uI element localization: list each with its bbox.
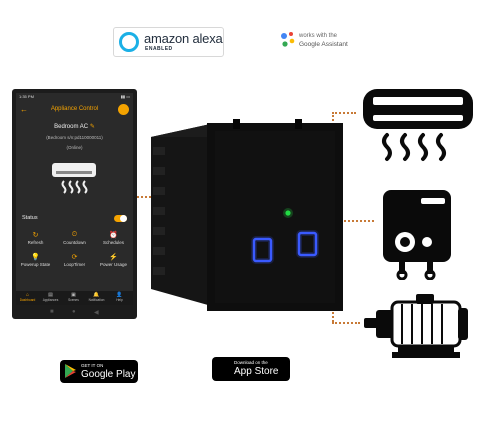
alexa-ring-icon [119, 32, 139, 52]
control-label: Powerup State [20, 262, 51, 267]
home-icon[interactable] [118, 104, 129, 115]
control-powerup-state[interactable]: 💡 Powerup State [16, 253, 55, 267]
device-name: Bedroom AC [54, 124, 89, 130]
touch-button-right[interactable] [296, 230, 319, 258]
app-bar: ← Appliance Control [16, 101, 133, 121]
phone-mockup: 1:35 PM ▮▮ ▭ ← Appliance Control Bedroom… [12, 89, 137, 319]
app-store-badge[interactable]: Download on the App Store [212, 357, 290, 381]
nav-dashboard[interactable]: ⌂ Dashboard [16, 292, 39, 302]
status-bar: 1:35 PM ▮▮ ▭ [16, 93, 133, 101]
control-label: Refresh [27, 240, 44, 245]
control-schedules[interactable]: ⏰ Schedules [94, 231, 133, 245]
nav-label: Notification [88, 298, 105, 302]
google-line2: Google Assistant [299, 41, 348, 48]
device-status: (Online) [66, 145, 83, 150]
bottom-nav: ⌂ Dashboard ▤ Appliances ▣ Scenes 🔔 Noti… [16, 291, 133, 305]
air-conditioner-appliance-icon [363, 89, 473, 161]
phone-screen: 1:35 PM ▮▮ ▭ ← Appliance Control Bedroom… [16, 93, 133, 305]
recent-apps-icon[interactable]: ■ [50, 309, 54, 315]
control-label: Power Usage [99, 262, 127, 267]
status-label: Status [22, 215, 38, 221]
app-store-big: App Store [234, 366, 279, 377]
nav-notification[interactable]: 🔔 Notification [85, 292, 108, 302]
alexa-enabled-label: ENABLED [145, 46, 173, 52]
schedule-icon: ⏰ [109, 232, 118, 239]
electric-motor-icon [364, 294, 468, 358]
scenes-icon: ▣ [71, 292, 76, 298]
air-conditioner-icon [52, 163, 96, 194]
google-assistant-badge: works with the Google Assistant [279, 30, 359, 52]
nav-label: Scenes [68, 298, 79, 302]
google-play-big: Google Play [81, 369, 136, 380]
power-toggle[interactable] [114, 215, 127, 222]
device-id: (Bedroom s/n:pd110000011) [46, 135, 103, 140]
device-name-row: Bedroom AC ✎ [16, 123, 133, 130]
alexa-name: amazon alexa [144, 31, 223, 46]
control-label: Schedules [102, 240, 124, 245]
control-countdown[interactable]: ⏲ Countdown [55, 231, 94, 245]
refresh-icon: ↻ [32, 232, 39, 239]
appliances-icon: ▤ [48, 292, 53, 298]
google-assistant-icon [281, 32, 295, 47]
phone-softkeys: ■ ● ◀ [12, 307, 137, 319]
nav-label: Help [116, 298, 123, 302]
back-button-icon[interactable]: ◀ [94, 310, 99, 316]
app-store-small: Download on the [234, 360, 268, 365]
nav-appliances[interactable]: ▤ Appliances [39, 292, 62, 302]
dashboard-icon: ⌂ [25, 292, 30, 298]
nav-scenes[interactable]: ▣ Scenes [62, 292, 85, 302]
connector-motor [332, 322, 360, 324]
touch-button-left[interactable] [251, 236, 274, 264]
control-power-usage[interactable]: ⚡ Power Usage [94, 253, 133, 267]
led-indicator [285, 210, 291, 216]
connector-ac [332, 112, 356, 114]
notification-icon: 🔔 [93, 292, 100, 298]
google-play-icon [65, 364, 76, 378]
powerup-icon: 💡 [31, 254, 40, 261]
connector-phone [137, 196, 151, 198]
back-arrow-icon[interactable]: ← [20, 105, 28, 114]
battery-icon: ▮▮ ▭ [120, 94, 130, 99]
connector-heater [332, 220, 374, 222]
power-usage-icon: ⚡ [109, 254, 118, 261]
google-line1: works with the [299, 33, 338, 39]
control-label: Countdown [63, 240, 86, 245]
nav-help[interactable]: 👤 Help [108, 292, 131, 302]
edit-pencil-icon[interactable]: ✎ [89, 124, 95, 130]
smart-switch-device [151, 119, 343, 311]
google-play-badge[interactable]: GET IT ON Google Play [60, 360, 138, 383]
control-loop-timer[interactable]: ⟳ LoopTimer [55, 253, 94, 267]
home-button-icon[interactable]: ● [72, 309, 76, 315]
countdown-icon: ⏲ [71, 231, 78, 238]
app-title: Appliance Control [50, 106, 99, 112]
nav-label: Appliances [42, 298, 59, 302]
nav-label: Dashboard [19, 298, 36, 302]
google-play-small: GET IT ON [81, 363, 104, 368]
help-icon: 👤 [116, 292, 123, 298]
control-refresh[interactable]: ↻ Refresh [16, 231, 55, 245]
amazon-alexa-badge: amazon alexa ENABLED [113, 27, 224, 57]
water-heater-icon [383, 190, 451, 280]
loop-timer-icon: ⟳ [71, 254, 78, 261]
status-time: 1:35 PM [19, 94, 34, 99]
control-label: LoopTimer [63, 262, 86, 267]
